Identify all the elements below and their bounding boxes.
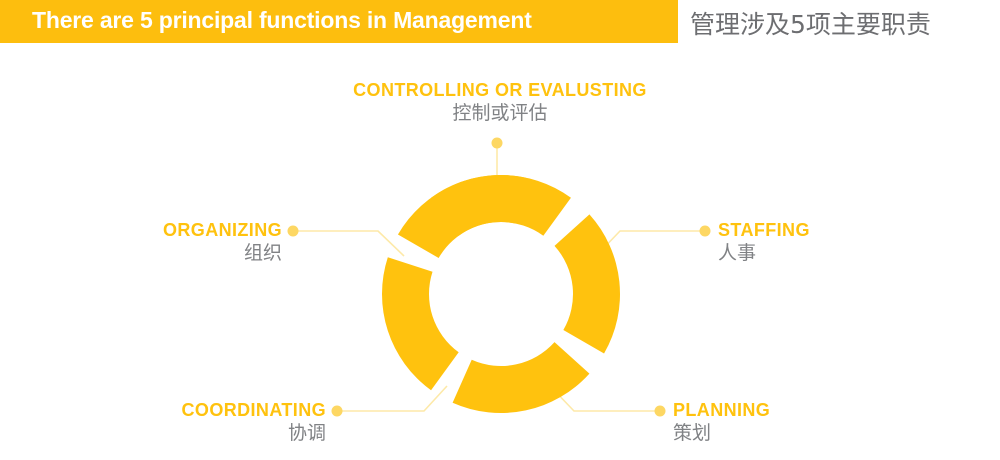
donut-segment-coordinating[interactable]	[381, 257, 459, 391]
management-functions-diagram: CONTROLLING OR EVALUSTING 控制或评估 ORGANIZI…	[0, 43, 1000, 460]
donut-segment-planning[interactable]	[452, 342, 590, 413]
node-label-controlling-zh: 控制或评估	[452, 102, 548, 124]
connector-dot-controlling	[491, 137, 503, 149]
connector-dot-planning	[654, 405, 666, 417]
page-title-zh: 管理涉及5项主要职责	[690, 10, 931, 39]
header-bar	[0, 0, 678, 43]
node-label-coordinating-en: COORDINATING	[181, 400, 326, 420]
connector-line-organizing	[293, 230, 405, 257]
donut-segments	[381, 174, 621, 413]
connector-dot-organizing	[287, 225, 299, 237]
node-label-planning-zh: 策划	[673, 422, 712, 444]
node-label-organizing-en: ORGANIZING	[163, 220, 282, 240]
node-label-planning[interactable]: PLANNING 策划	[673, 400, 913, 446]
connector-line-staffing	[596, 230, 705, 256]
connector-dot-staffing	[699, 225, 711, 237]
connector-dot-coordinating	[331, 405, 343, 417]
connector-line-coordinating	[337, 385, 448, 412]
node-label-coordinating[interactable]: COORDINATING 协调	[80, 400, 326, 446]
node-label-staffing[interactable]: STAFFING 人事	[718, 220, 958, 266]
node-label-staffing-en: STAFFING	[718, 220, 810, 240]
node-label-organizing-zh: 组织	[243, 242, 282, 264]
node-label-coordinating-zh: 协调	[287, 422, 326, 444]
node-label-controlling-en: CONTROLLING OR EVALUSTING	[353, 80, 647, 100]
donut-segment-staffing[interactable]	[554, 214, 621, 354]
node-label-controlling[interactable]: CONTROLLING OR EVALUSTING 控制或评估	[330, 80, 670, 126]
connector-dots	[287, 137, 711, 417]
page-title-en: There are 5 principal functions in Manag…	[32, 7, 532, 33]
node-label-organizing[interactable]: ORGANIZING 组织	[60, 220, 282, 266]
donut-chart-svg	[287, 137, 711, 417]
node-label-planning-en: PLANNING	[673, 400, 771, 420]
donut-segment-organizing[interactable]	[397, 174, 526, 258]
node-label-staffing-zh: 人事	[718, 242, 757, 264]
